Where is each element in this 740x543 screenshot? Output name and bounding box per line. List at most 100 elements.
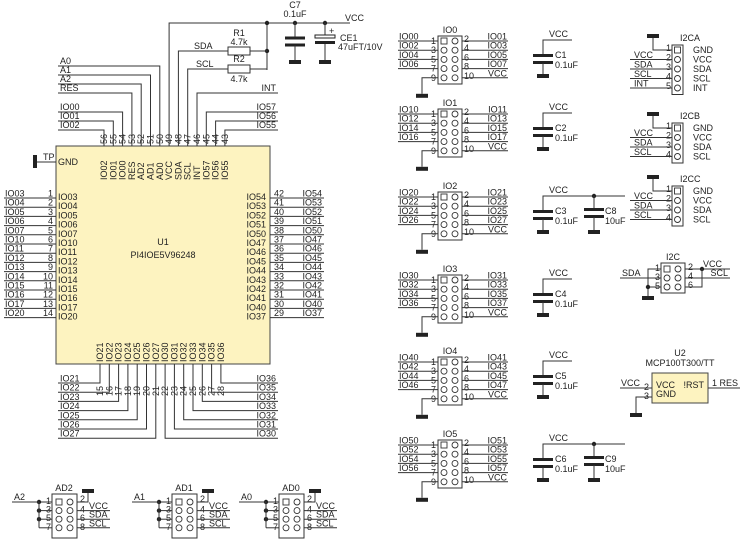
- net-label: IO30: [399, 271, 419, 281]
- pin-number: 4: [464, 282, 469, 292]
- net-label: VCC: [634, 191, 654, 201]
- pin-pad: [451, 441, 459, 449]
- ground-symbol: [537, 230, 549, 234]
- pin-pad: [663, 274, 671, 282]
- r1-ref: R1: [233, 28, 245, 38]
- pin-pad: [293, 515, 301, 523]
- wire: [421, 150, 438, 167]
- net-label: IO27: [487, 215, 507, 225]
- net-label: VCC: [316, 501, 336, 511]
- net-label: A0: [241, 492, 252, 502]
- ground-symbol: [82, 489, 94, 493]
- wire: [58, 364, 147, 430]
- pin-number: 3: [666, 140, 671, 150]
- pin-pad: [440, 147, 448, 155]
- net-label: A2: [60, 74, 71, 84]
- cap-value: 0.1uF: [555, 299, 579, 309]
- net-label: IO00: [60, 102, 80, 112]
- pin-number: 6: [464, 373, 469, 383]
- pin-name: IO11: [58, 247, 77, 257]
- net-label: IO15: [5, 281, 25, 291]
- pin-name: IO12: [58, 256, 78, 266]
- pin-name: RES: [127, 161, 137, 180]
- pin-number: 12: [43, 290, 53, 300]
- cap-value: 0.1uF: [555, 133, 579, 143]
- pin-number: 3: [166, 505, 171, 515]
- pin-number: 2: [666, 194, 671, 204]
- pin-pad: [451, 478, 459, 486]
- pin-pad: [451, 376, 459, 384]
- pin-number: 2: [666, 53, 671, 63]
- cap-ref: C2: [555, 123, 567, 133]
- wire: [58, 74, 151, 146]
- wire: [197, 492, 209, 503]
- pin-name: IO34: [197, 342, 207, 362]
- pin-number: 37: [274, 235, 284, 245]
- cap-value: 0.1uF: [555, 464, 579, 474]
- pin-number: 41: [274, 198, 284, 208]
- pin-number: 31: [274, 290, 284, 300]
- pin-number: 9: [48, 262, 53, 272]
- cap-value: 0.1uF: [555, 60, 579, 70]
- pin-pad-square: [440, 193, 448, 201]
- net-label: IO27: [60, 429, 80, 439]
- ground-symbol: [416, 93, 428, 98]
- pin-pad: [674, 84, 681, 92]
- pin-name: IO10: [58, 238, 78, 248]
- header-body: [671, 44, 684, 95]
- wire: [58, 364, 101, 384]
- pin-number: 10: [464, 475, 474, 485]
- pin-number: 13: [43, 299, 53, 309]
- wire: [685, 269, 703, 288]
- u1-left-pin: IO12 8 IO12: [4, 253, 78, 266]
- pin-name: IO02: [99, 160, 109, 180]
- pin-name: IO04: [58, 201, 78, 211]
- cap-plate: [584, 463, 604, 466]
- pin-number: 1: [48, 189, 53, 199]
- pin-number: 8: [464, 301, 469, 311]
- wire: [652, 115, 672, 129]
- pin-pad: [451, 65, 459, 73]
- pin-name: AD1: [146, 162, 156, 180]
- pin-name: IO07: [58, 229, 78, 239]
- pin-name: INT: [192, 165, 202, 180]
- net-label: IO55: [256, 120, 276, 130]
- wire: [421, 316, 438, 333]
- pin-pad: [451, 386, 459, 394]
- pin-label: SDA: [693, 64, 712, 74]
- net-label: SDA: [634, 60, 653, 70]
- pin-number: 8: [48, 253, 53, 263]
- wire: [542, 112, 572, 117]
- pin-name: IO03: [58, 192, 78, 202]
- net-label: IO12: [5, 253, 25, 263]
- capacitor-symbol: [584, 196, 604, 230]
- pin-number: 4: [666, 213, 671, 223]
- pin-pad: [451, 119, 459, 127]
- pin-pad: [451, 128, 459, 136]
- pin-number: 14: [43, 308, 53, 318]
- net-label: IO14: [5, 271, 25, 281]
- r2-ref: R2: [233, 54, 245, 64]
- net-label: A1: [134, 492, 145, 502]
- pin-number: 2: [464, 438, 469, 448]
- wire: [58, 129, 105, 146]
- pin-pad: [440, 478, 448, 486]
- net-label: IO01: [487, 32, 507, 42]
- net-label: IO07: [5, 225, 25, 235]
- pin-number: 7: [48, 244, 53, 254]
- pin-number: 10: [43, 271, 53, 281]
- net-label: IO16: [399, 132, 419, 142]
- pin-pad: [440, 294, 448, 302]
- cap-plate: [533, 465, 553, 468]
- wire: [58, 65, 161, 146]
- net-label: IO24: [60, 401, 80, 411]
- pin-number: 2: [80, 494, 85, 504]
- header-ref: AD0: [282, 483, 300, 493]
